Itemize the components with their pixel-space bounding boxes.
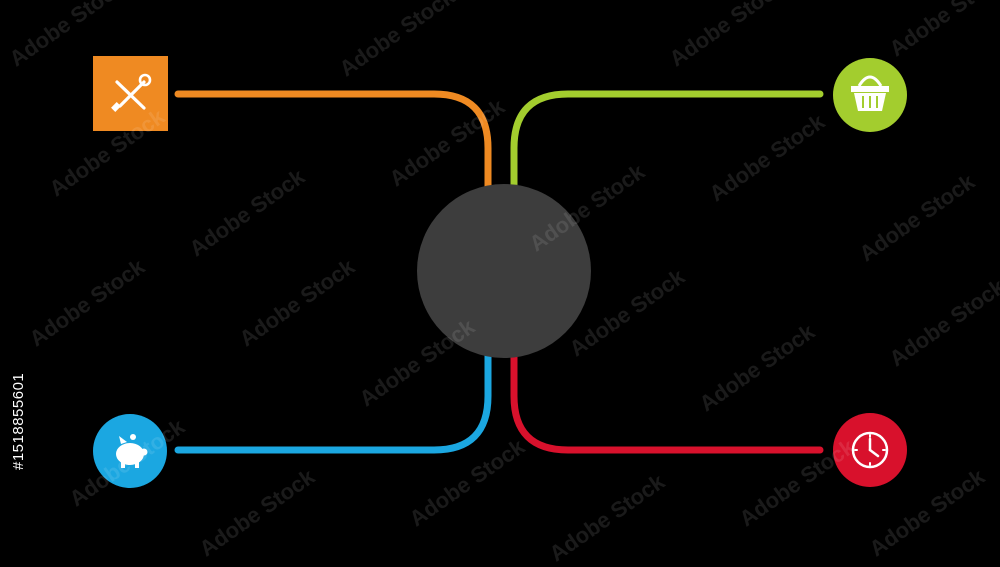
stock-id-label: #1518855601 — [10, 372, 27, 470]
connector-shopping — [510, 90, 824, 199]
clock-icon — [851, 431, 889, 469]
piggy-bank-icon — [116, 434, 148, 468]
tools-icon — [111, 73, 152, 112]
connector-time — [510, 346, 824, 454]
time-node — [833, 413, 907, 487]
central-hub — [417, 184, 591, 358]
connector-savings — [174, 346, 492, 454]
basket-icon — [851, 75, 889, 111]
shopping-node — [833, 58, 907, 132]
tools-node — [93, 56, 168, 131]
savings-node — [93, 414, 167, 488]
connector-tools — [174, 90, 492, 199]
